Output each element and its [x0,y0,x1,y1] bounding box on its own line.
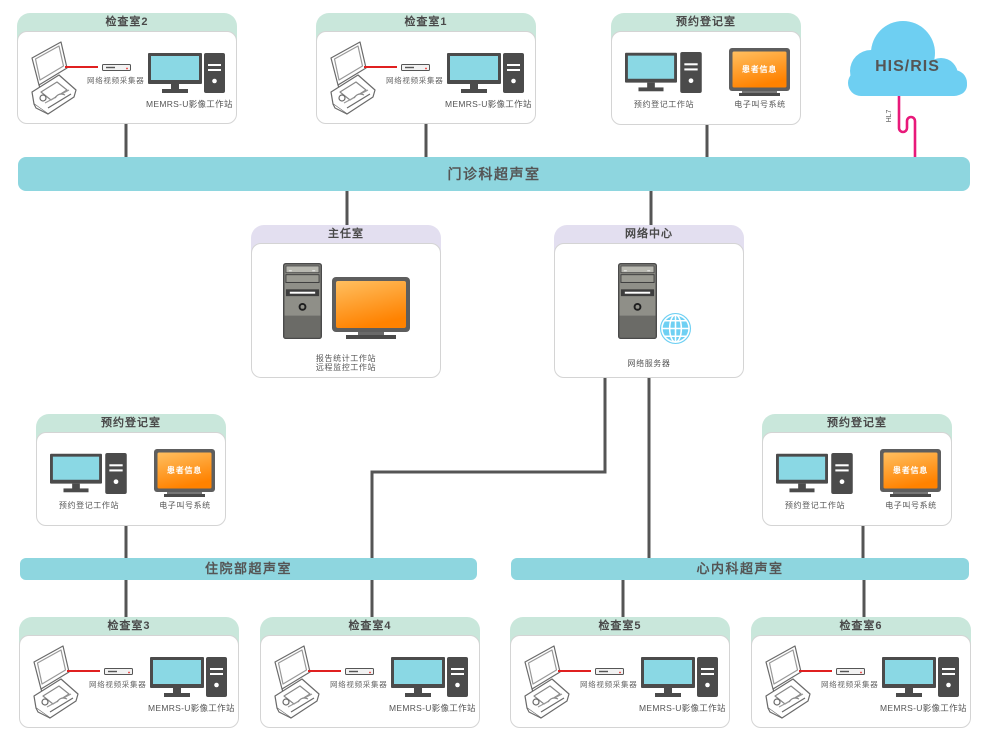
connector-network-to-inpatient [370,378,607,558]
video-cable [308,670,341,672]
globe-icon [659,312,692,345]
video-cable [65,66,98,68]
workstation-label: MEMRS-U影像工作站 [146,99,233,109]
cloud-label: HIS/RIS [875,58,940,75]
registration-room-top: 预约登记室 患者信息 预约登记工作站 电子叫号系统 [611,13,801,125]
workstation-label: 远程监控工作站 [315,363,377,372]
room-title: 预约登记室 [676,16,736,28]
pc-tower-icon [938,657,959,697]
monitor-icon [391,657,445,698]
pc-tower-icon [447,657,468,697]
workstation-label: 预约登记工作站 [784,501,846,510]
room-title: 网络中心 [625,228,673,240]
monitor-icon [332,277,410,340]
workstation-label: MEMRS-U影像工作站 [880,703,967,713]
hl7-cable [897,94,917,159]
video-cable [67,670,100,672]
server-label: 网络服务器 [627,359,671,368]
his-ris-cloud-icon [848,21,967,96]
video-capture-device-icon [595,668,624,675]
workstation-label: MEMRS-U影像工作站 [639,703,726,713]
display-label: 电子叫号系统 [885,501,937,510]
video-capture-device-icon [345,668,374,675]
capture-device-label: 网络视频采集器 [87,76,145,85]
workstation-label: 预约登记工作站 [633,100,695,109]
exam-room-5: 检查室5 网络视频采集器 MEMRS-U影像工作站 [510,617,730,728]
ultrasound-machine-icon [328,40,377,115]
room-title: 检查室6 [839,620,883,632]
pc-tower-icon [680,52,702,93]
registration-room-left: 预约登记室 患者信息 预约登记工作站 电子叫号系统 [36,414,226,526]
display-screen-text: 患者信息 [892,466,929,475]
display-screen-text: 患者信息 [741,65,778,74]
exam-room-2: 检查室2 网络视频采集器 MEMRS-U影像工作站 [17,13,237,124]
pc-tower-icon [283,262,322,340]
pc-tower-icon [204,53,225,93]
monitor-icon [641,657,695,698]
registration-room-right: 预约登记室 患者信息 预约登记工作站 电子叫号系统 [762,414,952,526]
capture-device-label: 网络视频采集器 [89,680,147,689]
video-capture-device-icon [401,64,430,71]
video-capture-device-icon [104,668,133,675]
room-title: 检查室2 [105,16,149,28]
workstation-label: MEMRS-U影像工作站 [445,99,532,109]
network-center: 网络中心 网络服务器 [554,225,744,378]
monitor-icon [148,53,202,94]
room-title: 检查室5 [598,620,642,632]
inpatient-ultrasound-bar: 住院部超声室 [20,558,477,580]
video-capture-device-icon [836,668,865,675]
pc-tower-icon [831,453,853,494]
outpatient-ultrasound-bar: 门诊科超声室 [18,157,970,191]
video-cable [558,670,591,672]
ultrasound-machine-icon [522,644,571,719]
room-title: 检查室1 [404,16,448,28]
workstation-label: 预约登记工作站 [58,501,120,510]
capture-device-label: 网络视频采集器 [821,680,879,689]
workstation-label: 报告统计工作站 [315,354,377,363]
pc-tower-icon [697,657,718,697]
pc-tower-icon [503,53,524,93]
display-label: 电子叫号系统 [734,100,786,109]
monitor-icon [776,453,828,494]
display-screen-text: 患者信息 [166,466,203,475]
ultrasound-machine-icon [31,644,80,719]
ultrasound-machine-icon [29,40,78,115]
room-title: 预约登记室 [827,417,887,429]
director-office: 主任室 报告统计工作站 远程监控工作站 [251,225,441,378]
server-tower-icon [618,262,657,340]
exam-room-4: 检查室4 网络视频采集器 MEMRS-U影像工作站 [260,617,480,728]
room-title: 预约登记室 [101,417,161,429]
monitor-icon [882,657,936,698]
display-label: 电子叫号系统 [159,501,211,510]
exam-room-3: 检查室3 网络视频采集器 MEMRS-U影像工作站 [19,617,239,728]
ultrasound-machine-icon [763,644,812,719]
video-cable [364,66,397,68]
monitor-icon [50,453,102,494]
monitor-icon [150,657,204,698]
exam-room-1: 检查室1 网络视频采集器 MEMRS-U影像工作站 [316,13,536,124]
monitor-icon [447,53,501,94]
video-capture-device-icon [102,64,131,71]
ultrasound-machine-icon [272,644,321,719]
hl7-label: HL7 [886,109,893,123]
exam-room-6: 检查室6 网络视频采集器 MEMRS-U影像工作站 [751,617,971,728]
room-title: 检查室4 [348,620,392,632]
workstation-label: MEMRS-U影像工作站 [148,703,235,713]
cardiology-ultrasound-bar: 心内科超声室 [511,558,969,580]
monitor-icon [625,52,677,93]
room-title: 检查室3 [107,620,151,632]
pc-tower-icon [206,657,227,697]
capture-device-label: 网络视频采集器 [330,680,388,689]
workstation-label: MEMRS-U影像工作站 [389,703,476,713]
capture-device-label: 网络视频采集器 [580,680,638,689]
room-title: 主任室 [328,228,364,240]
capture-device-label: 网络视频采集器 [386,76,444,85]
pc-tower-icon [105,453,127,494]
video-cable [799,670,832,672]
